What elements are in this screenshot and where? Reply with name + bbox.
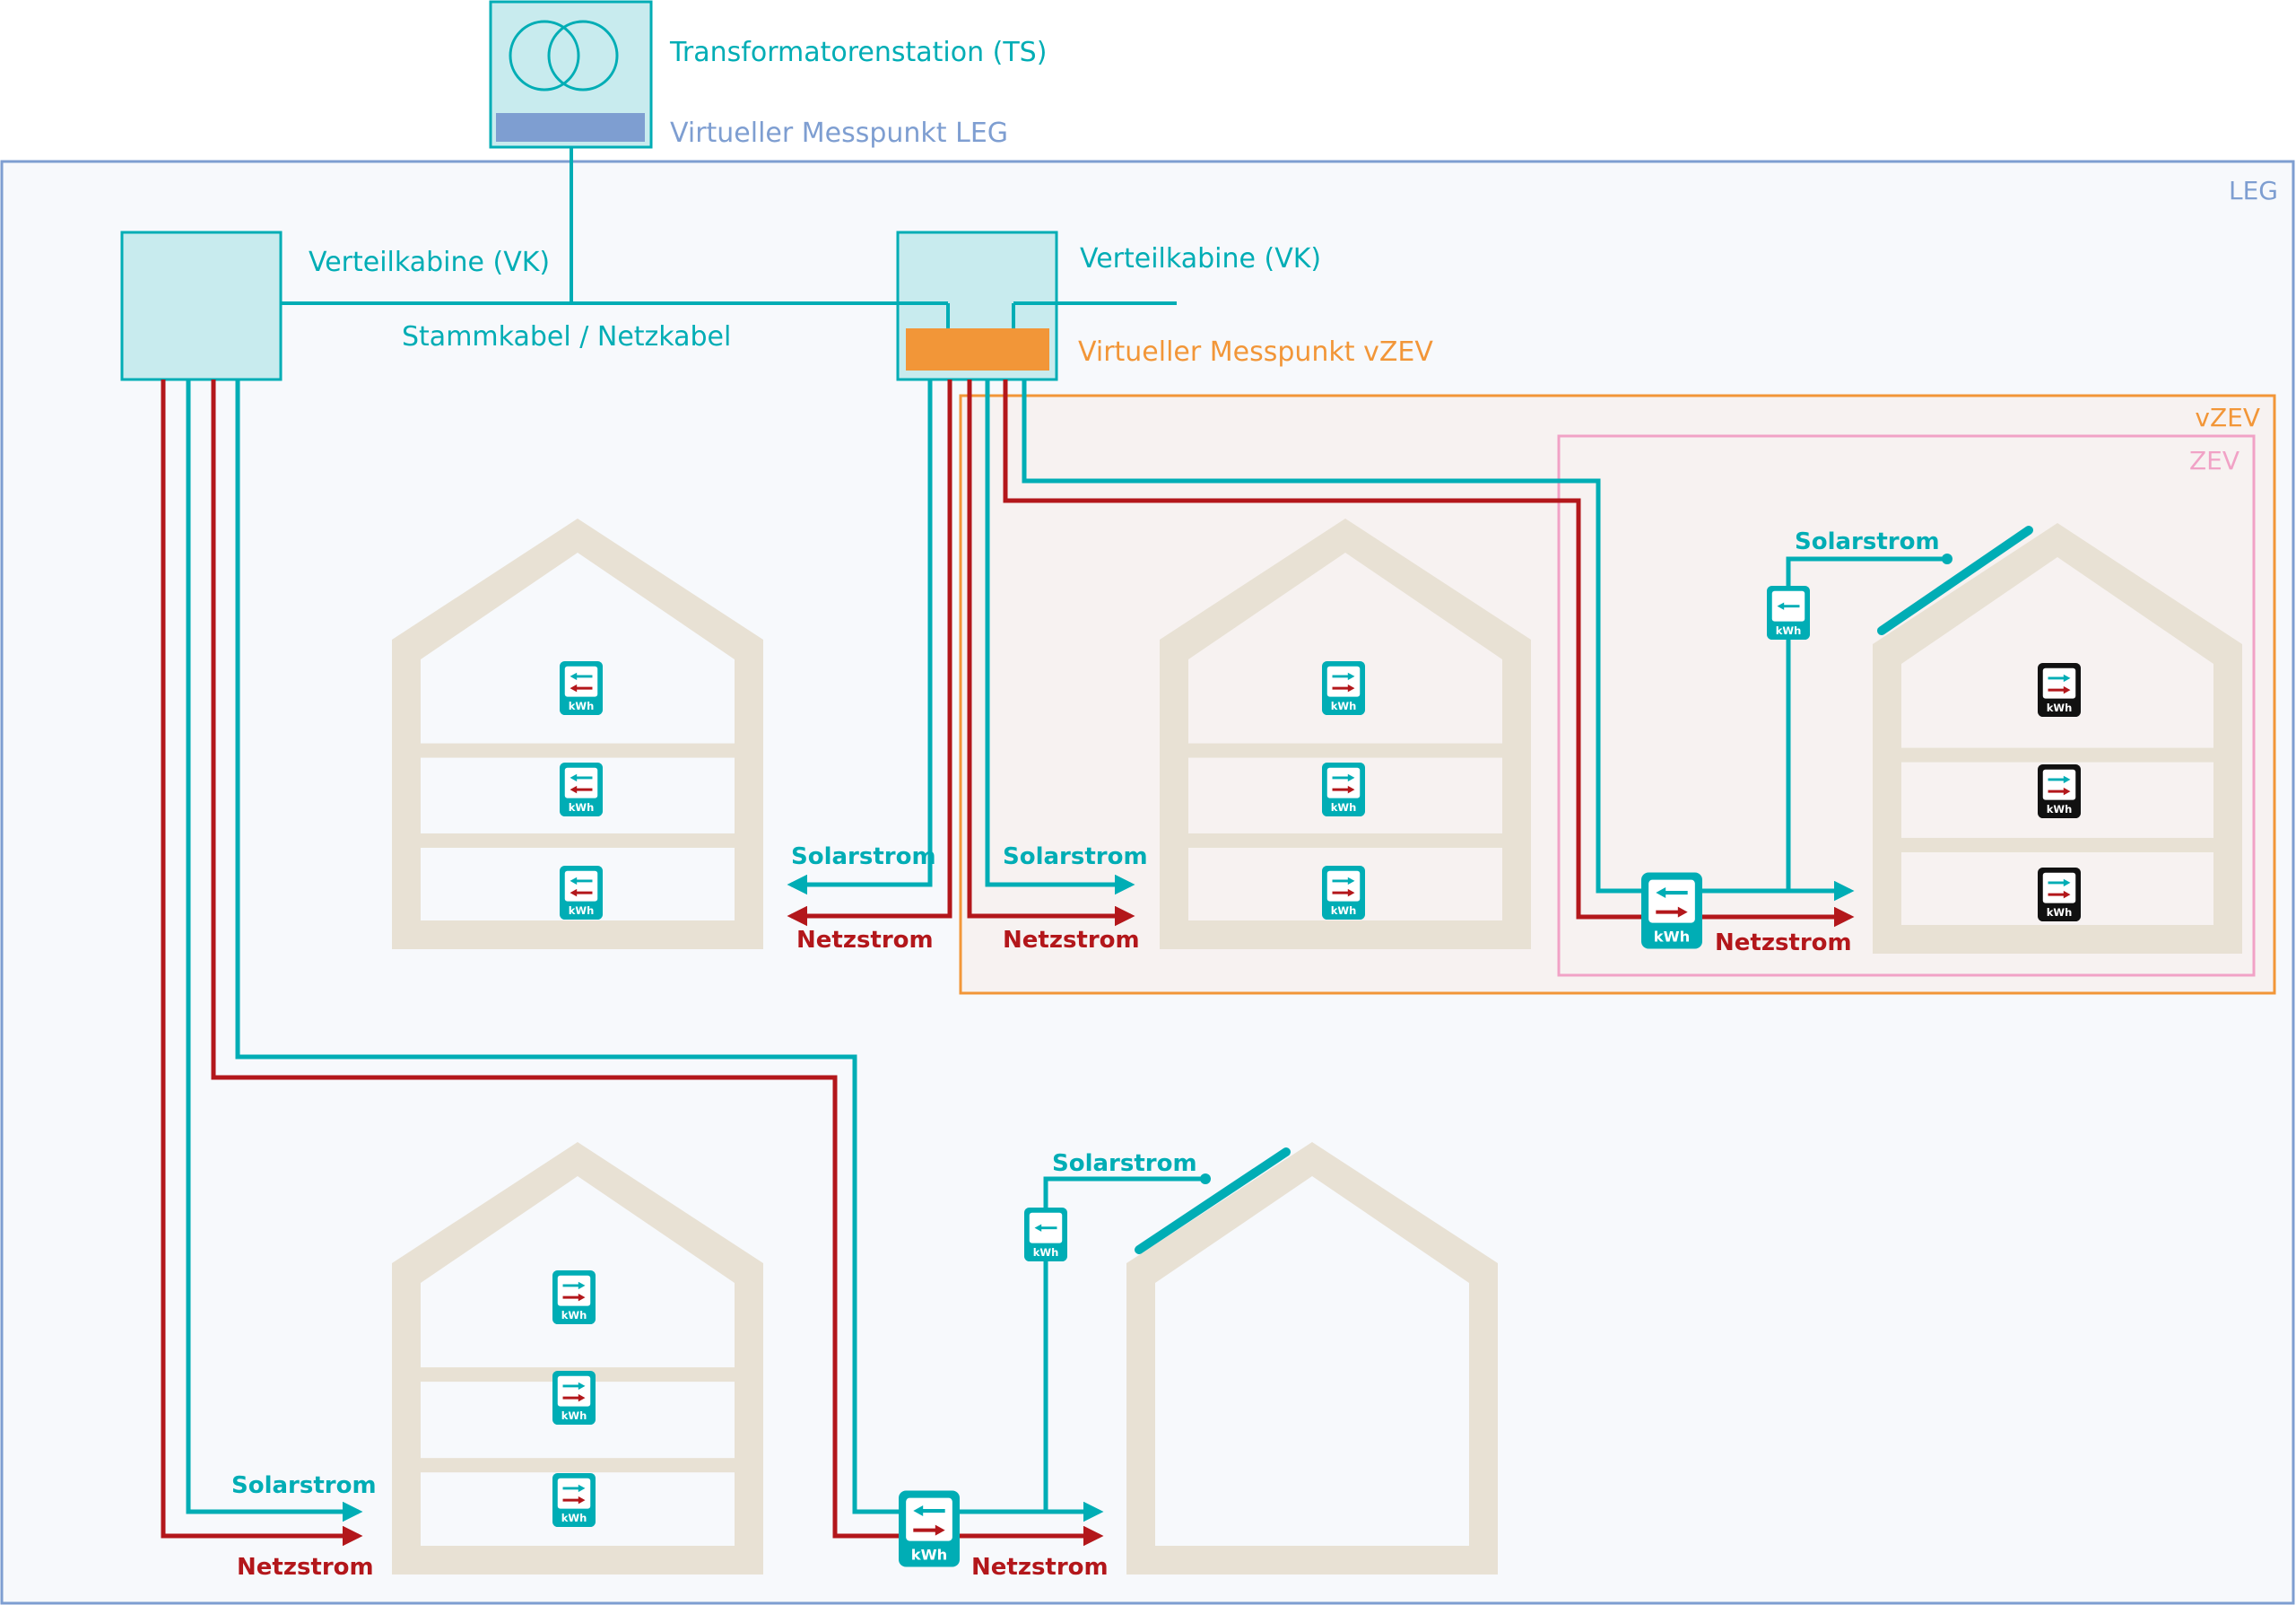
solar-production-meter-bottom: kWh [1024, 1208, 1067, 1261]
zev-zone [1557, 434, 2256, 977]
virtual-meter-vzev [906, 328, 1049, 371]
grid-label-bottom-left: Netzstrom [237, 1554, 374, 1581]
meter-unit-label: kWh [561, 1409, 587, 1422]
vzev-zone-label: vZEV [2195, 403, 2260, 432]
solar-cable-vzev-house [985, 379, 1135, 895]
zev-solar-feed [1786, 556, 1946, 891]
leg-zone-label: LEG [2229, 176, 2278, 205]
bottom-solar-feed [1043, 1176, 1205, 1512]
solar-cable-bottom-left [186, 379, 363, 1522]
house-top-right [1873, 523, 2242, 954]
apartment-meter-top-middle-3: kWh [1322, 866, 1365, 920]
meter-unit-label: kWh [1776, 624, 1802, 637]
zev-zone-label: ZEV [2189, 446, 2239, 475]
house-bottom-right [1126, 1142, 1498, 1574]
solar-label-bottom-left: Solarstrom [231, 1472, 377, 1499]
meter-unit-label: kWh [2047, 906, 2073, 919]
distribution-cabin-right-label: Verteilkabine (VK) [1080, 243, 1321, 275]
grid-cable-vzev-house [967, 379, 1135, 927]
meter-unit-label: kWh [1654, 928, 1690, 945]
distribution-cabin-left [120, 231, 283, 381]
apartment-meter-top-middle-1: kWh [1322, 661, 1365, 715]
apartment-meter-top-middle-2: kWh [1322, 763, 1365, 816]
grid-cable-bottom-left [161, 379, 363, 1547]
meter-unit-label: kWh [2047, 803, 2073, 816]
meter-unit-label: kWh [561, 1309, 587, 1322]
solar-production-meter-zev: kWh [1767, 586, 1810, 640]
bidirectional-meter-zev: kWh [1641, 872, 1702, 949]
apartment-meter-bottom-left-1: kWh [552, 1270, 596, 1324]
house-top-middle [1160, 519, 1531, 949]
virtual-meter-leg [496, 113, 645, 142]
transformer-station [489, 0, 653, 149]
grid-label-left: Netzstrom [796, 927, 934, 954]
transformer-label: Transformatorenstation (TS) [669, 37, 1047, 68]
meter-unit-label: kWh [561, 1512, 587, 1524]
apartment-meter-zev-3: kWh [2038, 868, 2081, 921]
solar-panel-zev [1877, 526, 2033, 635]
house-bottom-left [392, 1142, 763, 1574]
grid-label-zev: Netzstrom [1715, 929, 1852, 956]
meter-unit-label: kWh [2047, 702, 2073, 714]
trunk-cable-label: Stammkabel / Netzkabel [402, 321, 731, 353]
solar-label-left: Solarstrom [791, 843, 936, 870]
meter-unit-label: kWh [1331, 700, 1357, 712]
house-top-left [392, 519, 763, 949]
meter-unit-label: kWh [1033, 1246, 1059, 1259]
virtual-meter-leg-label: Virtueller Messpunkt LEG [670, 118, 1008, 149]
floor-slab [1188, 833, 1502, 848]
apartment-meter-bottom-left-3: kWh [552, 1473, 596, 1527]
apartment-meter-zev-2: kWh [2038, 764, 2081, 818]
transformer-icon [509, 20, 580, 92]
bidirectional-meter-bottom: kWh [899, 1490, 960, 1567]
solar-label-bottom: Solarstrom [1052, 1150, 1197, 1177]
solar-label-zev: Solarstrom [1795, 528, 1940, 555]
grid-label-bottom: Netzstrom [971, 1554, 1109, 1581]
meter-unit-label: kWh [569, 801, 595, 814]
distribution-cabin-left-label: Verteilkabine (VK) [309, 247, 550, 278]
floor-slab [421, 833, 735, 848]
apartment-meter-top-left-1: kWh [560, 661, 603, 715]
meter-unit-label: kWh [569, 904, 595, 917]
solar-label-vzev: Solarstrom [1003, 843, 1148, 870]
grid-label-vzev: Netzstrom [1003, 927, 1140, 954]
grid-cable-left-outbound [787, 379, 952, 927]
meter-unit-label: kWh [569, 700, 595, 712]
meter-unit-label: kWh [911, 1546, 947, 1563]
apartment-meter-top-left-3: kWh [560, 866, 603, 920]
floor-slab [421, 743, 735, 758]
meter-unit-label: kWh [1331, 904, 1357, 917]
floor-slab [421, 1458, 735, 1473]
virtual-meter-vzev-label: Virtueller Messpunkt vZEV [1078, 336, 1433, 368]
apartment-meter-zev-1: kWh [2038, 663, 2081, 717]
floor-slab [1901, 837, 2213, 852]
apartment-meter-bottom-left-2: kWh [552, 1371, 596, 1425]
apartment-meter-top-left-2: kWh [560, 763, 603, 816]
solar-panel-bottom [1135, 1147, 1291, 1254]
floor-slab [1901, 747, 2213, 763]
meter-unit-label: kWh [1331, 801, 1357, 814]
solar-cable-left-outbound [787, 379, 933, 895]
floor-slab [1188, 743, 1502, 758]
